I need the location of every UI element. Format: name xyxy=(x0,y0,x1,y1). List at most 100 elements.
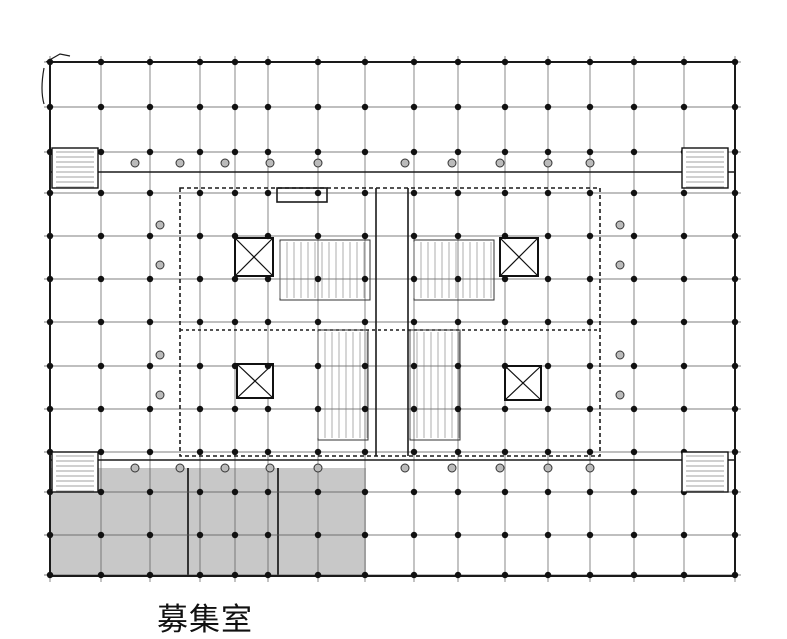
column-dot-icon xyxy=(361,362,369,370)
column-dot-icon xyxy=(314,488,322,496)
column-dot-icon xyxy=(630,148,638,156)
column-dot-icon xyxy=(410,405,418,413)
column-dot-icon xyxy=(264,318,272,326)
column-dot-icon xyxy=(454,531,462,539)
column-dot-icon xyxy=(196,103,204,111)
column-dot-icon xyxy=(264,232,272,240)
grey-column-icon xyxy=(615,350,625,360)
column-dot-icon xyxy=(196,531,204,539)
column-dot-icon xyxy=(586,448,594,456)
column-dot-icon xyxy=(264,362,272,370)
column-dot-icon xyxy=(231,362,239,370)
elevator-cross xyxy=(499,237,539,277)
column-dot-icon xyxy=(314,103,322,111)
stair-icon xyxy=(681,451,729,493)
grey-column-icon xyxy=(447,158,457,168)
column-dot-icon xyxy=(231,103,239,111)
core-room xyxy=(317,329,369,441)
column-dot-icon xyxy=(410,488,418,496)
column-dot-icon xyxy=(544,571,552,579)
column-dot-icon xyxy=(361,448,369,456)
column-dot-icon xyxy=(146,405,154,413)
column-dot-icon xyxy=(454,148,462,156)
column-dot-icon xyxy=(314,531,322,539)
stair-icon xyxy=(51,451,99,493)
column-dot-icon xyxy=(231,531,239,539)
grey-column-icon xyxy=(585,158,595,168)
column-dot-icon xyxy=(630,103,638,111)
column-dot-icon xyxy=(97,405,105,413)
column-dot-icon xyxy=(231,275,239,283)
column-dot-icon xyxy=(630,232,638,240)
column-dot-icon xyxy=(314,405,322,413)
column-dot-icon xyxy=(501,189,509,197)
column-dot-icon xyxy=(46,405,54,413)
column-dot-icon xyxy=(146,103,154,111)
grey-column-icon xyxy=(495,463,505,473)
column-dot-icon xyxy=(454,189,462,197)
column-dot-icon xyxy=(544,362,552,370)
column-dot-icon xyxy=(731,362,739,370)
column-dot-icon xyxy=(97,571,105,579)
stair-icon xyxy=(681,147,729,189)
column-dot-icon xyxy=(146,318,154,326)
column-dot-icon xyxy=(544,318,552,326)
column-dot-icon xyxy=(146,58,154,66)
column-dot-icon xyxy=(630,58,638,66)
column-dot-icon xyxy=(361,275,369,283)
column-dot-icon xyxy=(97,58,105,66)
column-dot-icon xyxy=(314,448,322,456)
column-dot-icon xyxy=(361,405,369,413)
grey-column-icon xyxy=(447,463,457,473)
grey-column-icon xyxy=(130,158,140,168)
column-dot-icon xyxy=(361,488,369,496)
column-dot-icon xyxy=(680,58,688,66)
column-dot-icon xyxy=(196,318,204,326)
column-dot-icon xyxy=(264,103,272,111)
column-dot-icon xyxy=(46,318,54,326)
column-dot-icon xyxy=(680,318,688,326)
grey-column-icon xyxy=(155,350,165,360)
column-dot-icon xyxy=(544,148,552,156)
column-dot-icon xyxy=(586,488,594,496)
column-dot-icon xyxy=(264,148,272,156)
grey-column-icon xyxy=(543,158,553,168)
column-dot-icon xyxy=(680,405,688,413)
column-dot-icon xyxy=(264,405,272,413)
column-dot-icon xyxy=(97,448,105,456)
column-dot-icon xyxy=(146,189,154,197)
column-dot-icon xyxy=(314,571,322,579)
column-dot-icon xyxy=(680,103,688,111)
column-dot-icon xyxy=(410,189,418,197)
column-dot-icon xyxy=(46,531,54,539)
grey-column-icon xyxy=(220,463,230,473)
column-dot-icon xyxy=(586,232,594,240)
column-dot-icon xyxy=(314,362,322,370)
column-dot-icon xyxy=(231,488,239,496)
column-dot-icon xyxy=(46,189,54,197)
grey-column-icon xyxy=(313,463,323,473)
column-dot-icon xyxy=(544,103,552,111)
column-dot-icon xyxy=(501,58,509,66)
column-dot-icon xyxy=(314,275,322,283)
column-dot-icon xyxy=(231,405,239,413)
column-dot-icon xyxy=(97,362,105,370)
column-dot-icon xyxy=(231,318,239,326)
column-dot-icon xyxy=(231,189,239,197)
column-dot-icon xyxy=(97,148,105,156)
column-dot-icon xyxy=(680,531,688,539)
column-dot-icon xyxy=(544,189,552,197)
column-dot-icon xyxy=(146,148,154,156)
corridor-outline xyxy=(179,187,601,457)
column-dot-icon xyxy=(97,189,105,197)
column-dot-icon xyxy=(410,318,418,326)
column-dot-icon xyxy=(731,531,739,539)
column-dot-icon xyxy=(196,488,204,496)
column-dot-icon xyxy=(454,318,462,326)
column-dot-icon xyxy=(361,232,369,240)
column-dot-icon xyxy=(731,405,739,413)
column-dot-icon xyxy=(454,405,462,413)
column-dot-icon xyxy=(454,103,462,111)
column-dot-icon xyxy=(501,531,509,539)
column-dot-icon xyxy=(731,148,739,156)
